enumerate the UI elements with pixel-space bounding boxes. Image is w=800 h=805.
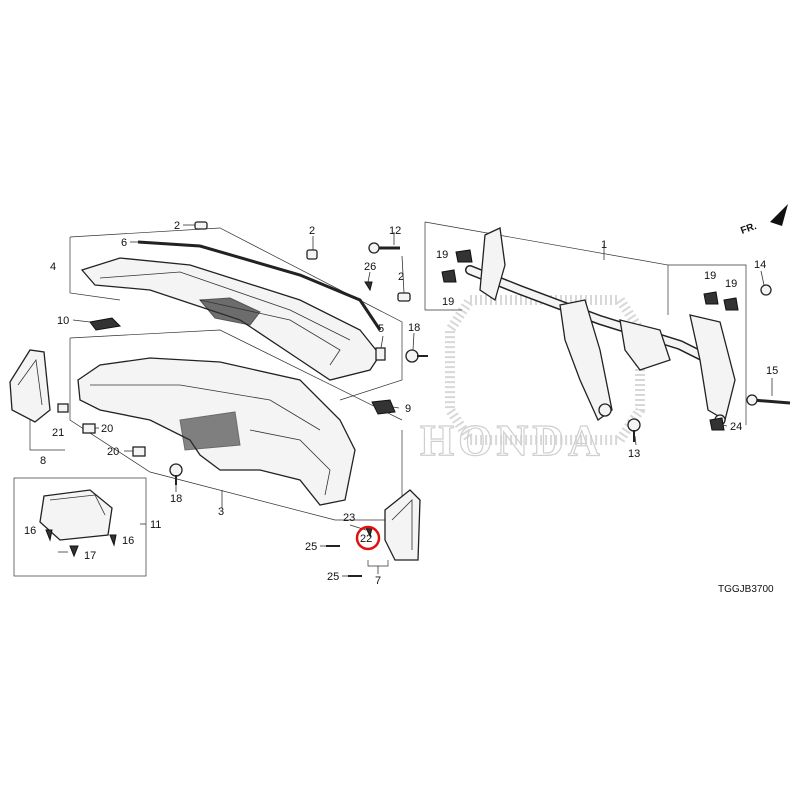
panel-trim-strip	[137, 240, 382, 331]
knee-cover-group	[326, 489, 421, 577]
callout-2: 2	[309, 225, 315, 237]
callout-1: 1	[601, 239, 607, 251]
clip-5	[375, 347, 386, 361]
bolt-13	[627, 418, 641, 442]
callout-3: 3	[218, 506, 224, 518]
side-panel-8	[9, 349, 69, 451]
callout-19: 19	[725, 278, 737, 290]
front-label: FR.	[739, 221, 758, 237]
callout-21: 21	[52, 427, 64, 439]
callout-25: 25	[305, 541, 317, 553]
callout-4: 4	[50, 261, 56, 273]
callout-25: 25	[327, 571, 339, 583]
callout-11: 11	[150, 519, 161, 531]
callout-22: 22	[360, 533, 372, 545]
callout-20: 20	[107, 446, 119, 458]
passenger-airbag	[39, 489, 113, 541]
callout-19: 19	[442, 296, 454, 308]
knee-cover-7	[384, 489, 421, 561]
callout-24: 24	[730, 421, 742, 433]
steering-hanger-beam	[424, 221, 747, 426]
callout-18: 18	[408, 322, 420, 334]
highlight-circle	[355, 525, 381, 551]
callout-23: 23	[343, 512, 355, 524]
callout-17: 17	[84, 550, 96, 562]
callout-2: 2	[174, 220, 180, 232]
nut-19-a	[455, 249, 473, 263]
callout-19: 19	[436, 249, 448, 261]
honda-watermark: HONDA	[419, 295, 645, 466]
callout-2: 2	[398, 271, 404, 283]
callout-10: 10	[57, 315, 69, 327]
callout-7: 7	[375, 575, 381, 587]
vent-9	[371, 399, 396, 415]
screw-26	[364, 281, 373, 292]
callout-6: 6	[121, 237, 127, 249]
callout-13: 13	[628, 448, 640, 460]
clip-parts	[194, 221, 411, 302]
bolt-15	[746, 394, 791, 406]
bolt-18-upper	[405, 349, 428, 363]
bolt-18-lower	[169, 463, 183, 485]
clip-20-upper	[82, 423, 96, 434]
callout-12: 12	[389, 225, 401, 237]
bolt-14	[760, 284, 772, 296]
clip-20-lower	[132, 446, 146, 457]
callout-19: 19	[704, 270, 716, 282]
callout-16: 16	[24, 525, 36, 537]
callout-15: 15	[766, 365, 778, 377]
upper-instrument-panel	[80, 257, 381, 381]
bolt-12	[368, 242, 400, 254]
callout-16: 16	[122, 535, 134, 547]
nut-24	[709, 417, 725, 431]
nut-19-c	[703, 291, 719, 305]
callout-labels: 2 6 2 12 26 2 4 10 5 18 9 1 19 19 19 19 …	[24, 220, 778, 587]
front-arrow-icon	[770, 204, 788, 226]
watermark-text: HONDA	[420, 416, 604, 465]
airbag-group	[13, 477, 147, 577]
upper-panel-group	[69, 227, 403, 401]
nut-19-d	[723, 297, 739, 311]
callout-9: 9	[405, 403, 411, 415]
vent-10	[89, 317, 122, 331]
callout-14: 14	[754, 259, 766, 271]
lower-panel-group	[69, 329, 403, 521]
front-direction-indicator: FR.	[739, 204, 788, 237]
nut-19-b	[441, 269, 457, 283]
callout-18: 18	[170, 493, 182, 505]
callout-26: 26	[364, 261, 376, 273]
callout-8: 8	[40, 455, 46, 467]
diagram-code: TGGJB3700	[718, 584, 774, 595]
callout-5: 5	[378, 323, 384, 335]
callout-20: 20	[101, 423, 113, 435]
